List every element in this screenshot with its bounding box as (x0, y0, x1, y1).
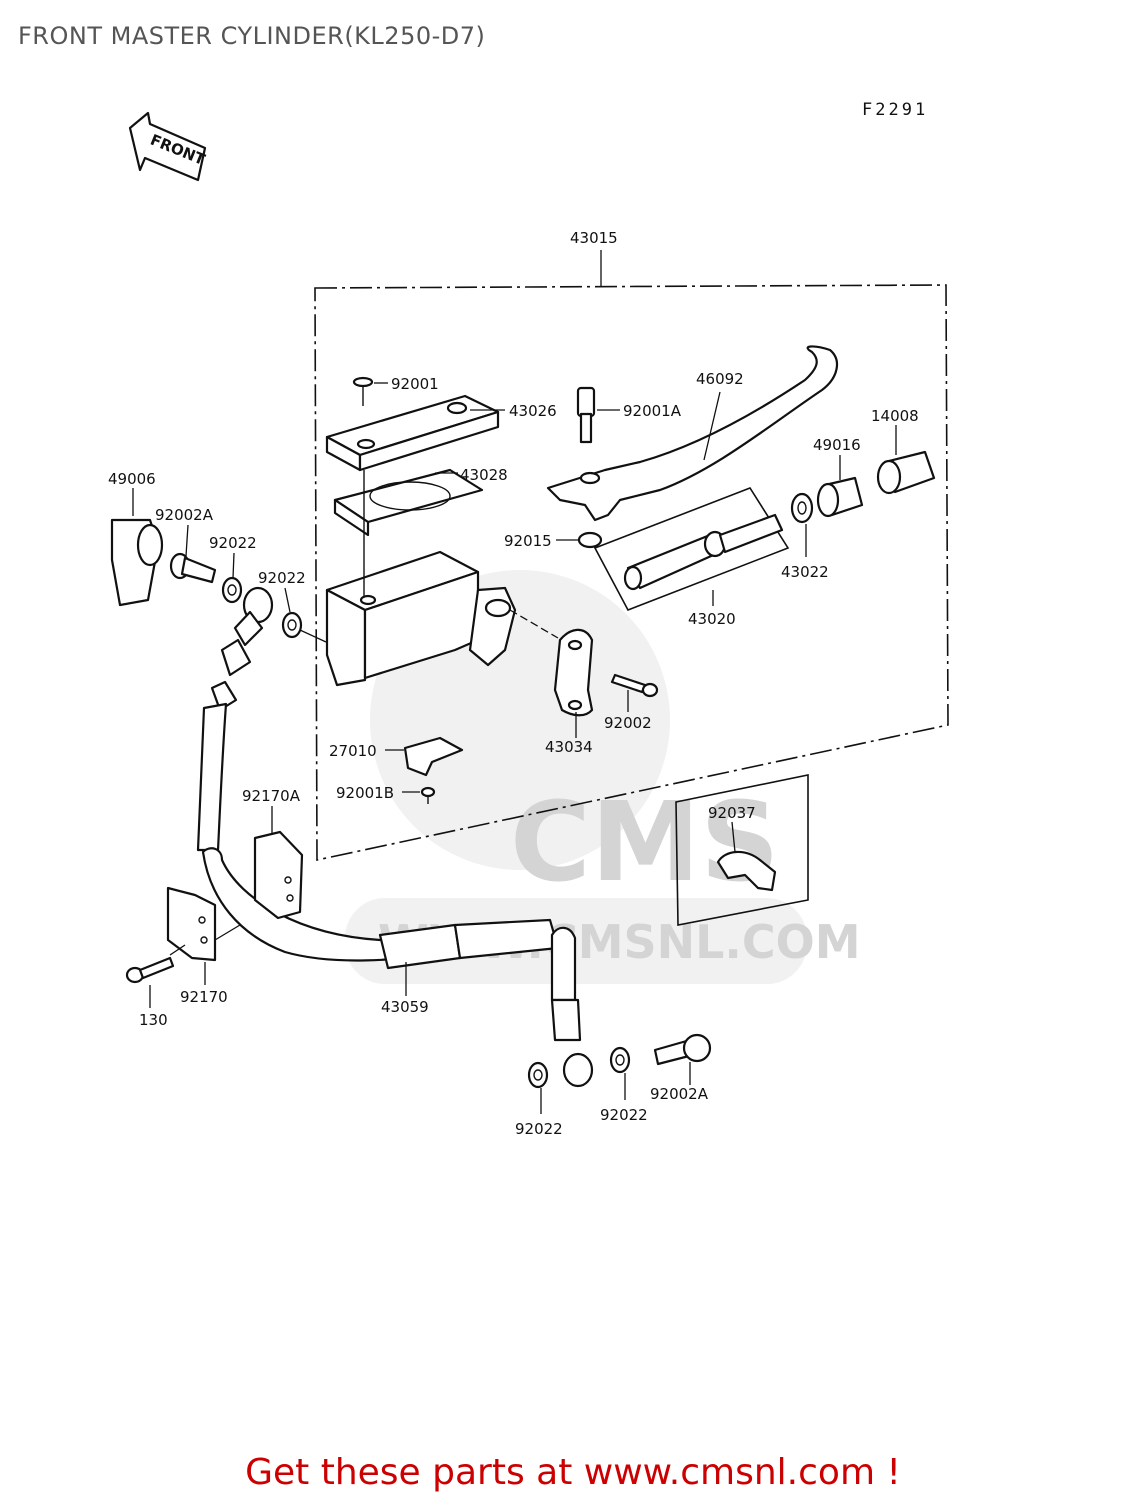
label-92022-a: 92022 (209, 534, 257, 552)
lever-nut (556, 531, 603, 549)
label-92022-d: 92022 (600, 1106, 648, 1124)
master-cylinder-assembly-box: 43015 (314, 229, 949, 861)
label-92001B: 92001B (336, 784, 394, 802)
bolt-130 (125, 944, 186, 1008)
label-92001: 92001 (391, 375, 439, 393)
label-92002: 92002 (604, 714, 652, 732)
label-92022-c: 92022 (515, 1120, 563, 1138)
label-27010: 27010 (329, 742, 377, 760)
label-43015: 43015 (570, 229, 618, 247)
washer-43022 (790, 492, 814, 557)
boot-49016 (816, 455, 864, 518)
holder-92170A (253, 806, 304, 920)
banjo-bolt-bottom (653, 1033, 712, 1085)
switch-screw (402, 786, 436, 804)
master-cylinder-body (325, 470, 517, 687)
watermark-brand: CMS (510, 778, 779, 906)
brake-lever (546, 345, 839, 522)
washer-92022-d (609, 1046, 631, 1100)
clamp-43034 (509, 609, 594, 738)
label-43022: 43022 (781, 563, 829, 581)
label-49006: 49006 (108, 470, 156, 488)
brake-hose-43059 (196, 586, 594, 1088)
piston-assembly (623, 513, 784, 606)
label-92037: 92037 (708, 804, 756, 822)
label-14008: 14008 (871, 407, 919, 425)
brake-switch (385, 736, 464, 777)
banjo-cover-49006 (110, 488, 164, 607)
washer-92022-c (527, 1061, 549, 1114)
front-arrow-icon: FRONT (128, 111, 208, 182)
label-43059: 43059 (381, 998, 429, 1016)
diaphragm (333, 468, 484, 537)
washer-92022-b (281, 587, 327, 643)
label-92170A: 92170A (242, 787, 301, 805)
label-43034: 43034 (545, 738, 593, 756)
page-title: FRONT MASTER CYLINDER(KL250-D7) (18, 22, 486, 50)
bracket-box (675, 774, 809, 926)
bracket-92037 (716, 821, 777, 892)
clamp-bolt (610, 673, 659, 712)
cap-screw (352, 376, 388, 406)
label-43020: 43020 (688, 610, 736, 628)
label-130: 130 (139, 1011, 168, 1029)
footer-promo-text[interactable]: Get these parts at www.cmsnl.com ! (245, 1452, 901, 1493)
banjo-bolt-top (169, 524, 217, 584)
label-43028: 43028 (460, 466, 508, 484)
label-92002A-top: 92002A (155, 506, 214, 524)
washer-92022-a (221, 552, 243, 604)
label-43026: 43026 (509, 402, 557, 420)
label-49016: 49016 (813, 436, 861, 454)
label-92170: 92170 (180, 988, 228, 1006)
figure-code: F2291 (862, 100, 929, 120)
label-46092: 46092 (696, 370, 744, 388)
piston-kit-box (593, 487, 790, 612)
dust-cover-14008 (876, 425, 936, 495)
label-92002A-bottom: 92002A (650, 1085, 709, 1103)
reservoir-cap (325, 394, 505, 472)
label-92015: 92015 (504, 532, 552, 550)
label-92001A: 92001A (623, 402, 682, 420)
holder-92170 (166, 886, 241, 985)
pivot-bolt (576, 386, 620, 444)
label-92022-b: 92022 (258, 569, 306, 587)
